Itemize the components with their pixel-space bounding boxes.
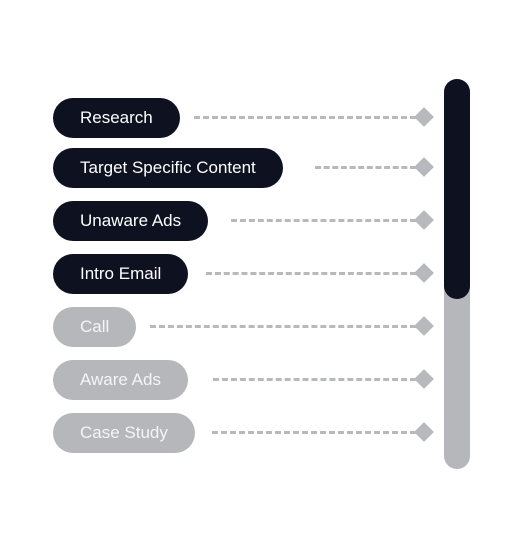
diamond-intro-email-icon (414, 263, 434, 283)
step-call: Call (53, 307, 137, 347)
connector-target-specific-content (315, 166, 416, 169)
step-case-study: Case Study (53, 413, 195, 453)
progress-fill (444, 79, 470, 299)
step-target-specific-content: Target Specific Content (53, 148, 283, 188)
connector-case-study (212, 431, 416, 434)
step-unaware-ads: Unaware Ads (53, 201, 209, 241)
diamond-case-study-icon (414, 422, 434, 442)
connector-research (194, 116, 416, 119)
diamond-aware-ads-icon (414, 369, 434, 389)
connector-unaware-ads (231, 219, 416, 222)
connector-intro-email (206, 272, 416, 275)
diamond-target-specific-content-icon (414, 157, 434, 177)
diamond-call-icon (414, 316, 434, 336)
diamond-unaware-ads-icon (414, 210, 434, 230)
step-intro-email: Intro Email (53, 254, 189, 294)
connector-aware-ads (213, 378, 416, 381)
step-aware-ads: Aware Ads (53, 360, 188, 400)
connector-call (150, 325, 416, 328)
step-research: Research (53, 98, 180, 138)
progress-track (444, 79, 470, 469)
diamond-research-icon (414, 107, 434, 127)
